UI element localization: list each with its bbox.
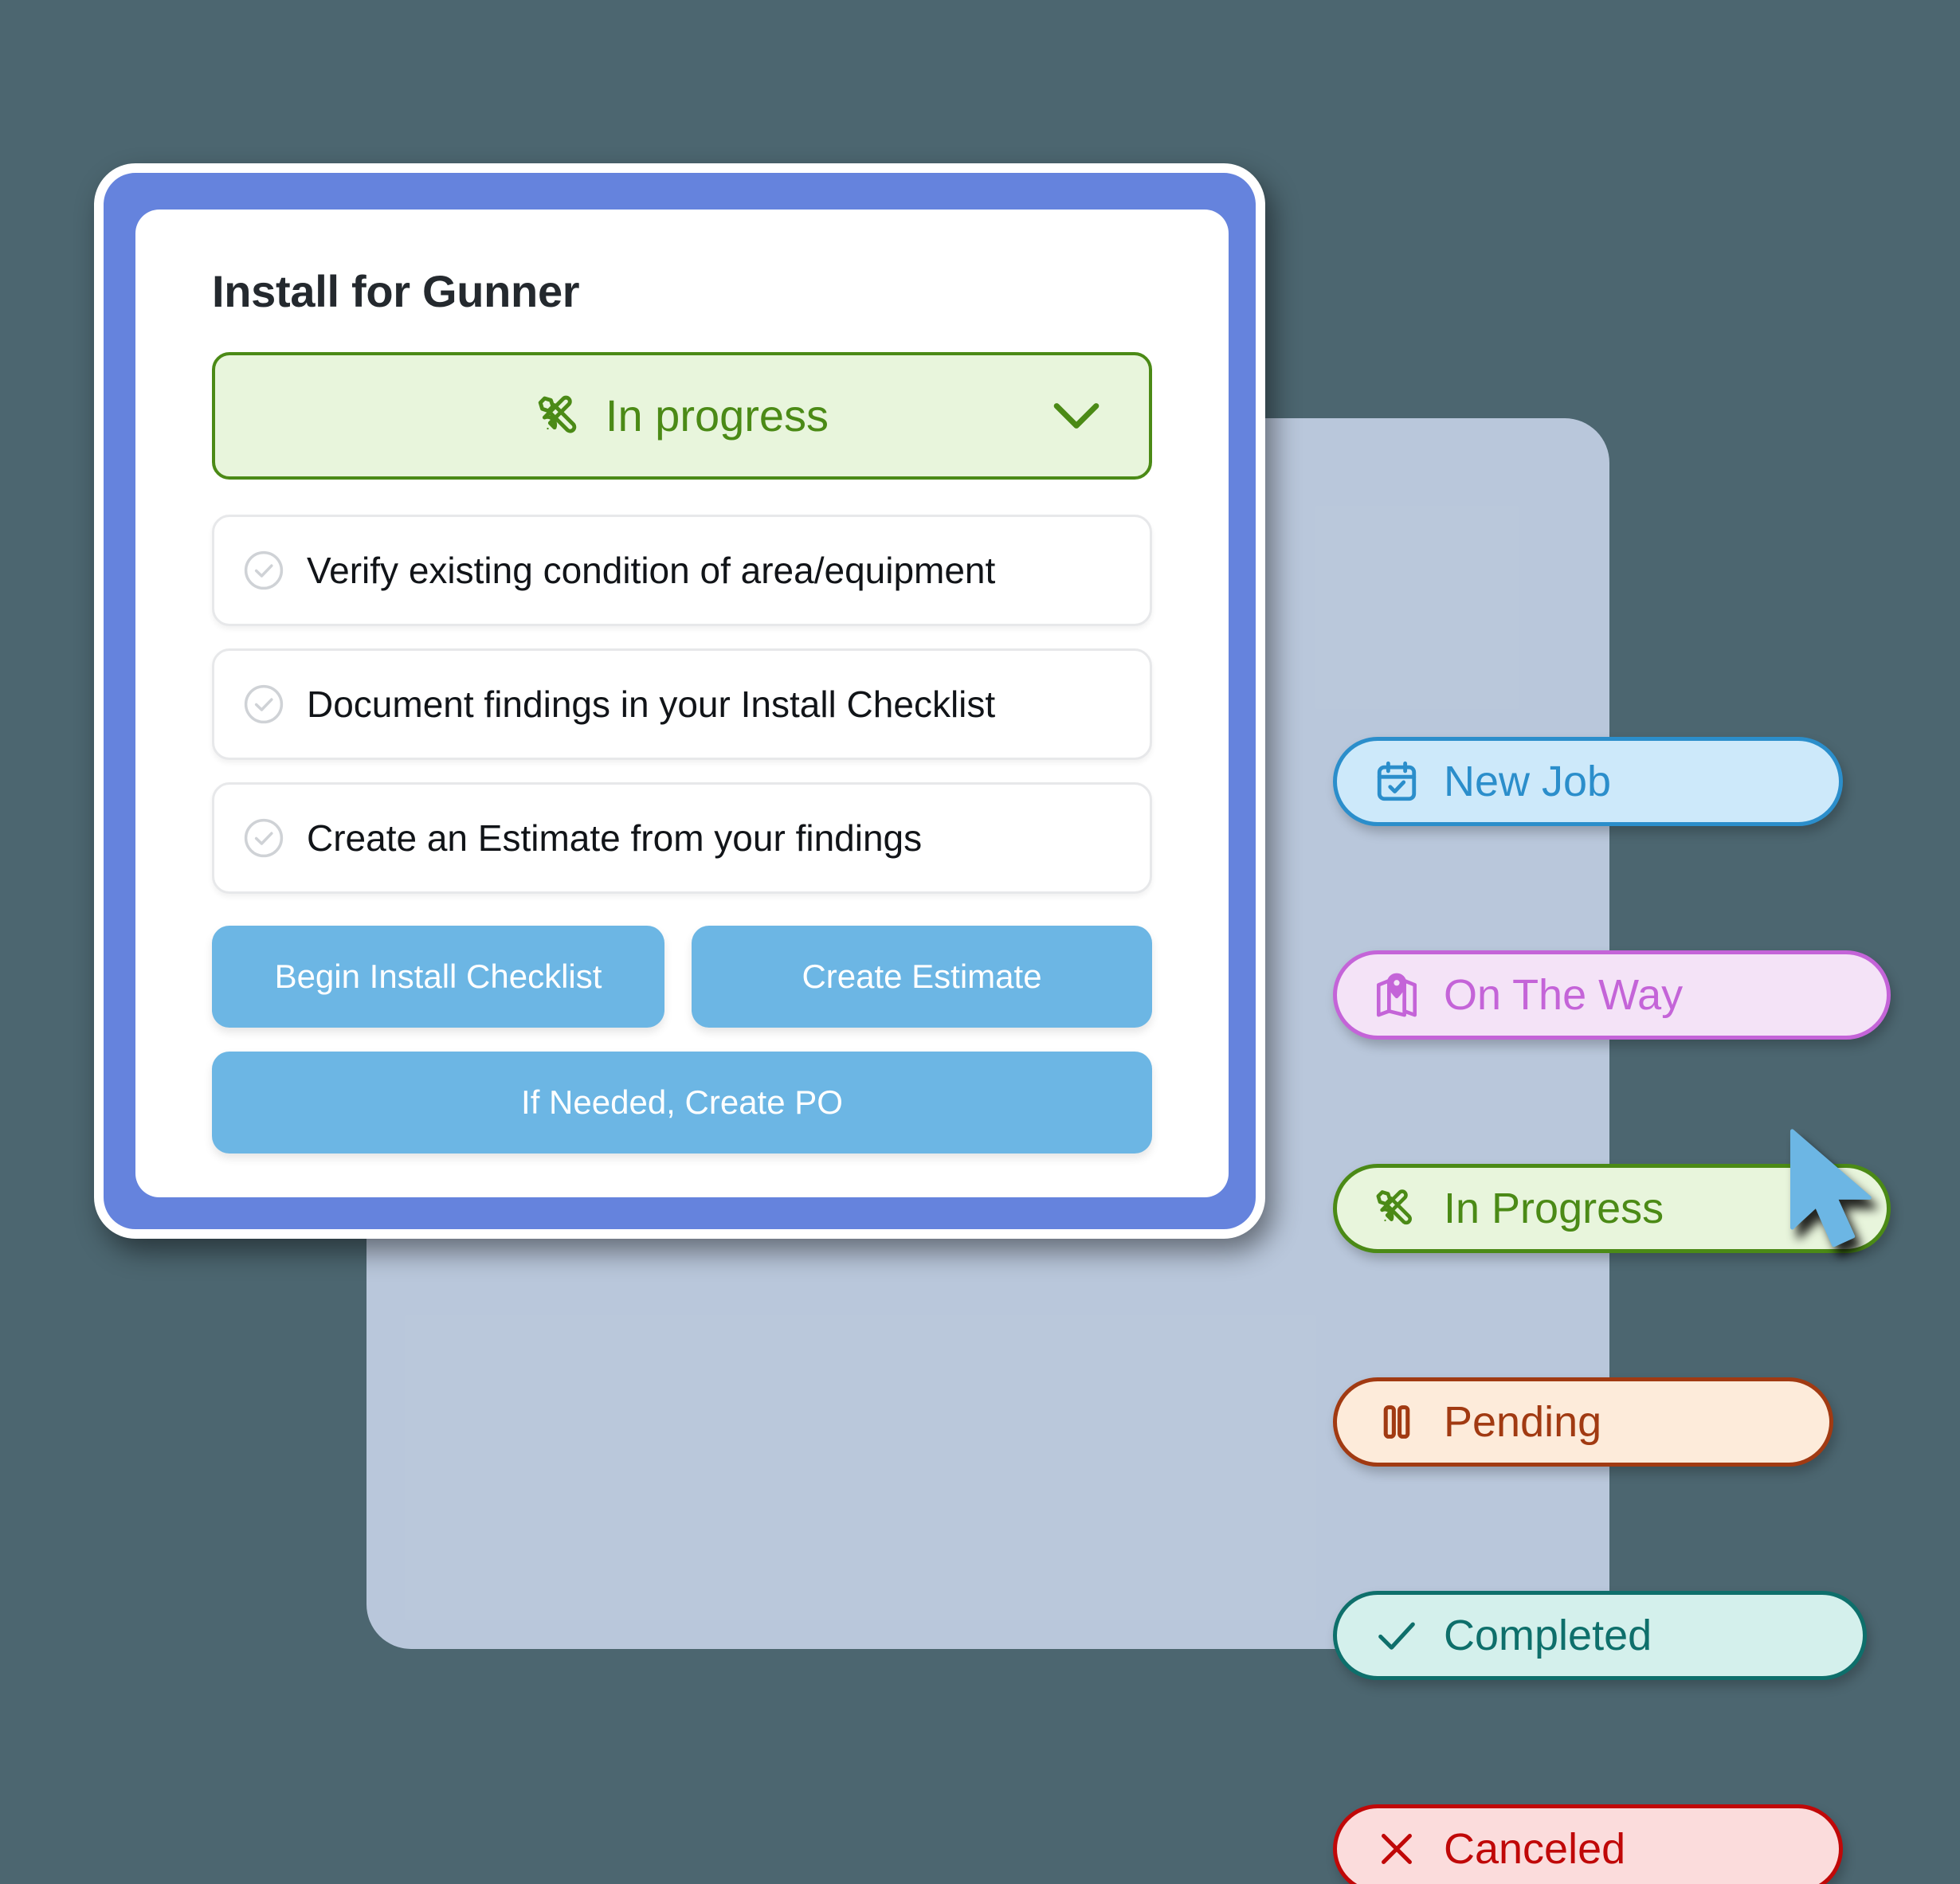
check-circle-icon: [244, 550, 284, 590]
job-card: Install for Gunner In progress: [135, 210, 1229, 1197]
action-button-row: Begin Install Checklist Create Estimate: [212, 926, 1152, 1028]
status-option-label: Completed: [1444, 1612, 1652, 1659]
list-item[interactable]: Create an Estimate from your findings: [212, 782, 1152, 894]
map-pin-icon: [1376, 973, 1417, 1017]
pause-icon: [1383, 1405, 1410, 1439]
create-estimate-button[interactable]: Create Estimate: [692, 926, 1152, 1028]
job-card-frame: Install for Gunner In progress: [94, 163, 1265, 1239]
status-select[interactable]: In progress: [212, 352, 1152, 480]
begin-install-checklist-button[interactable]: Begin Install Checklist: [212, 926, 664, 1028]
check-circle-icon: [244, 684, 284, 724]
status-option-canceled[interactable]: Canceled: [1333, 1804, 1843, 1884]
status-option-label: On The Way: [1444, 971, 1684, 1019]
status-select-label: In progress: [605, 390, 829, 441]
checklist: Verify existing condition of area/equipm…: [212, 515, 1152, 894]
status-option-label: In Progress: [1444, 1185, 1664, 1232]
page-title: Install for Gunner: [212, 266, 580, 316]
calendar-check-icon: [1377, 761, 1417, 801]
list-item-label: Document findings in your Install Checkl…: [307, 683, 996, 725]
status-option-pending[interactable]: Pending: [1333, 1377, 1833, 1467]
tools-icon: [538, 395, 577, 433]
status-option-new-job[interactable]: New Job: [1333, 737, 1843, 826]
chevron-down-icon[interactable]: [1052, 401, 1101, 431]
list-item[interactable]: Document findings in your Install Checkl…: [212, 648, 1152, 760]
status-option-label: Canceled: [1444, 1825, 1626, 1873]
check-icon: [1378, 1622, 1415, 1650]
list-item[interactable]: Verify existing condition of area/equipm…: [212, 515, 1152, 626]
check-circle-icon: [244, 818, 284, 858]
status-option-label: New Job: [1444, 758, 1612, 805]
status-option-on-the-way[interactable]: On The Way: [1333, 950, 1891, 1040]
status-option-completed[interactable]: Completed: [1333, 1591, 1867, 1680]
arrow-cursor: [1789, 1129, 1872, 1248]
tools-icon: [1376, 1189, 1412, 1225]
list-item-label: Verify existing condition of area/equipm…: [307, 550, 996, 591]
list-item-label: Create an Estimate from your findings: [307, 817, 923, 859]
create-po-button[interactable]: If Needed, Create PO: [212, 1052, 1152, 1154]
x-icon: [1382, 1834, 1412, 1864]
status-option-label: Pending: [1444, 1398, 1602, 1446]
